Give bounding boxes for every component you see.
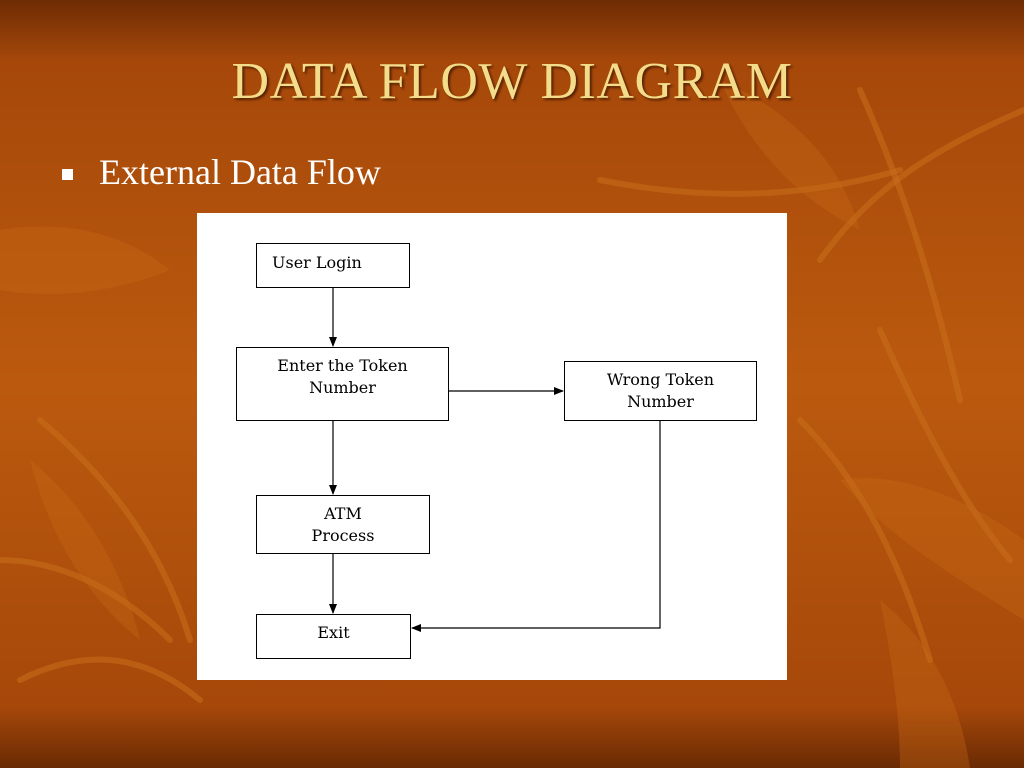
bullet-square-icon — [62, 168, 73, 180]
node-user-login: User Login — [256, 243, 410, 288]
node-enter-token-label: Enter the Token Number — [277, 356, 408, 397]
bullet-text: External Data Flow — [99, 152, 381, 192]
node-exit: Exit — [256, 614, 411, 659]
node-atm-process: ATM Process — [256, 495, 430, 554]
node-enter-token: Enter the Token Number — [236, 347, 449, 421]
edge-wrong-to-exit — [411, 421, 661, 632]
bullet-item: External Data Flow — [62, 150, 381, 194]
diagram-connectors — [329, 288, 661, 632]
node-wrong-token: Wrong Token Number — [564, 361, 757, 421]
node-user-login-label: User Login — [272, 253, 362, 272]
diagram-panel: User Login Enter the Token Number Wrong … — [197, 213, 787, 680]
node-atm-process-label: ATM Process — [311, 504, 375, 545]
slide-title: DATA FLOW DIAGRAM — [231, 53, 793, 110]
node-exit-label: Exit — [317, 623, 350, 642]
node-wrong-token-label: Wrong Token Number — [606, 370, 715, 411]
